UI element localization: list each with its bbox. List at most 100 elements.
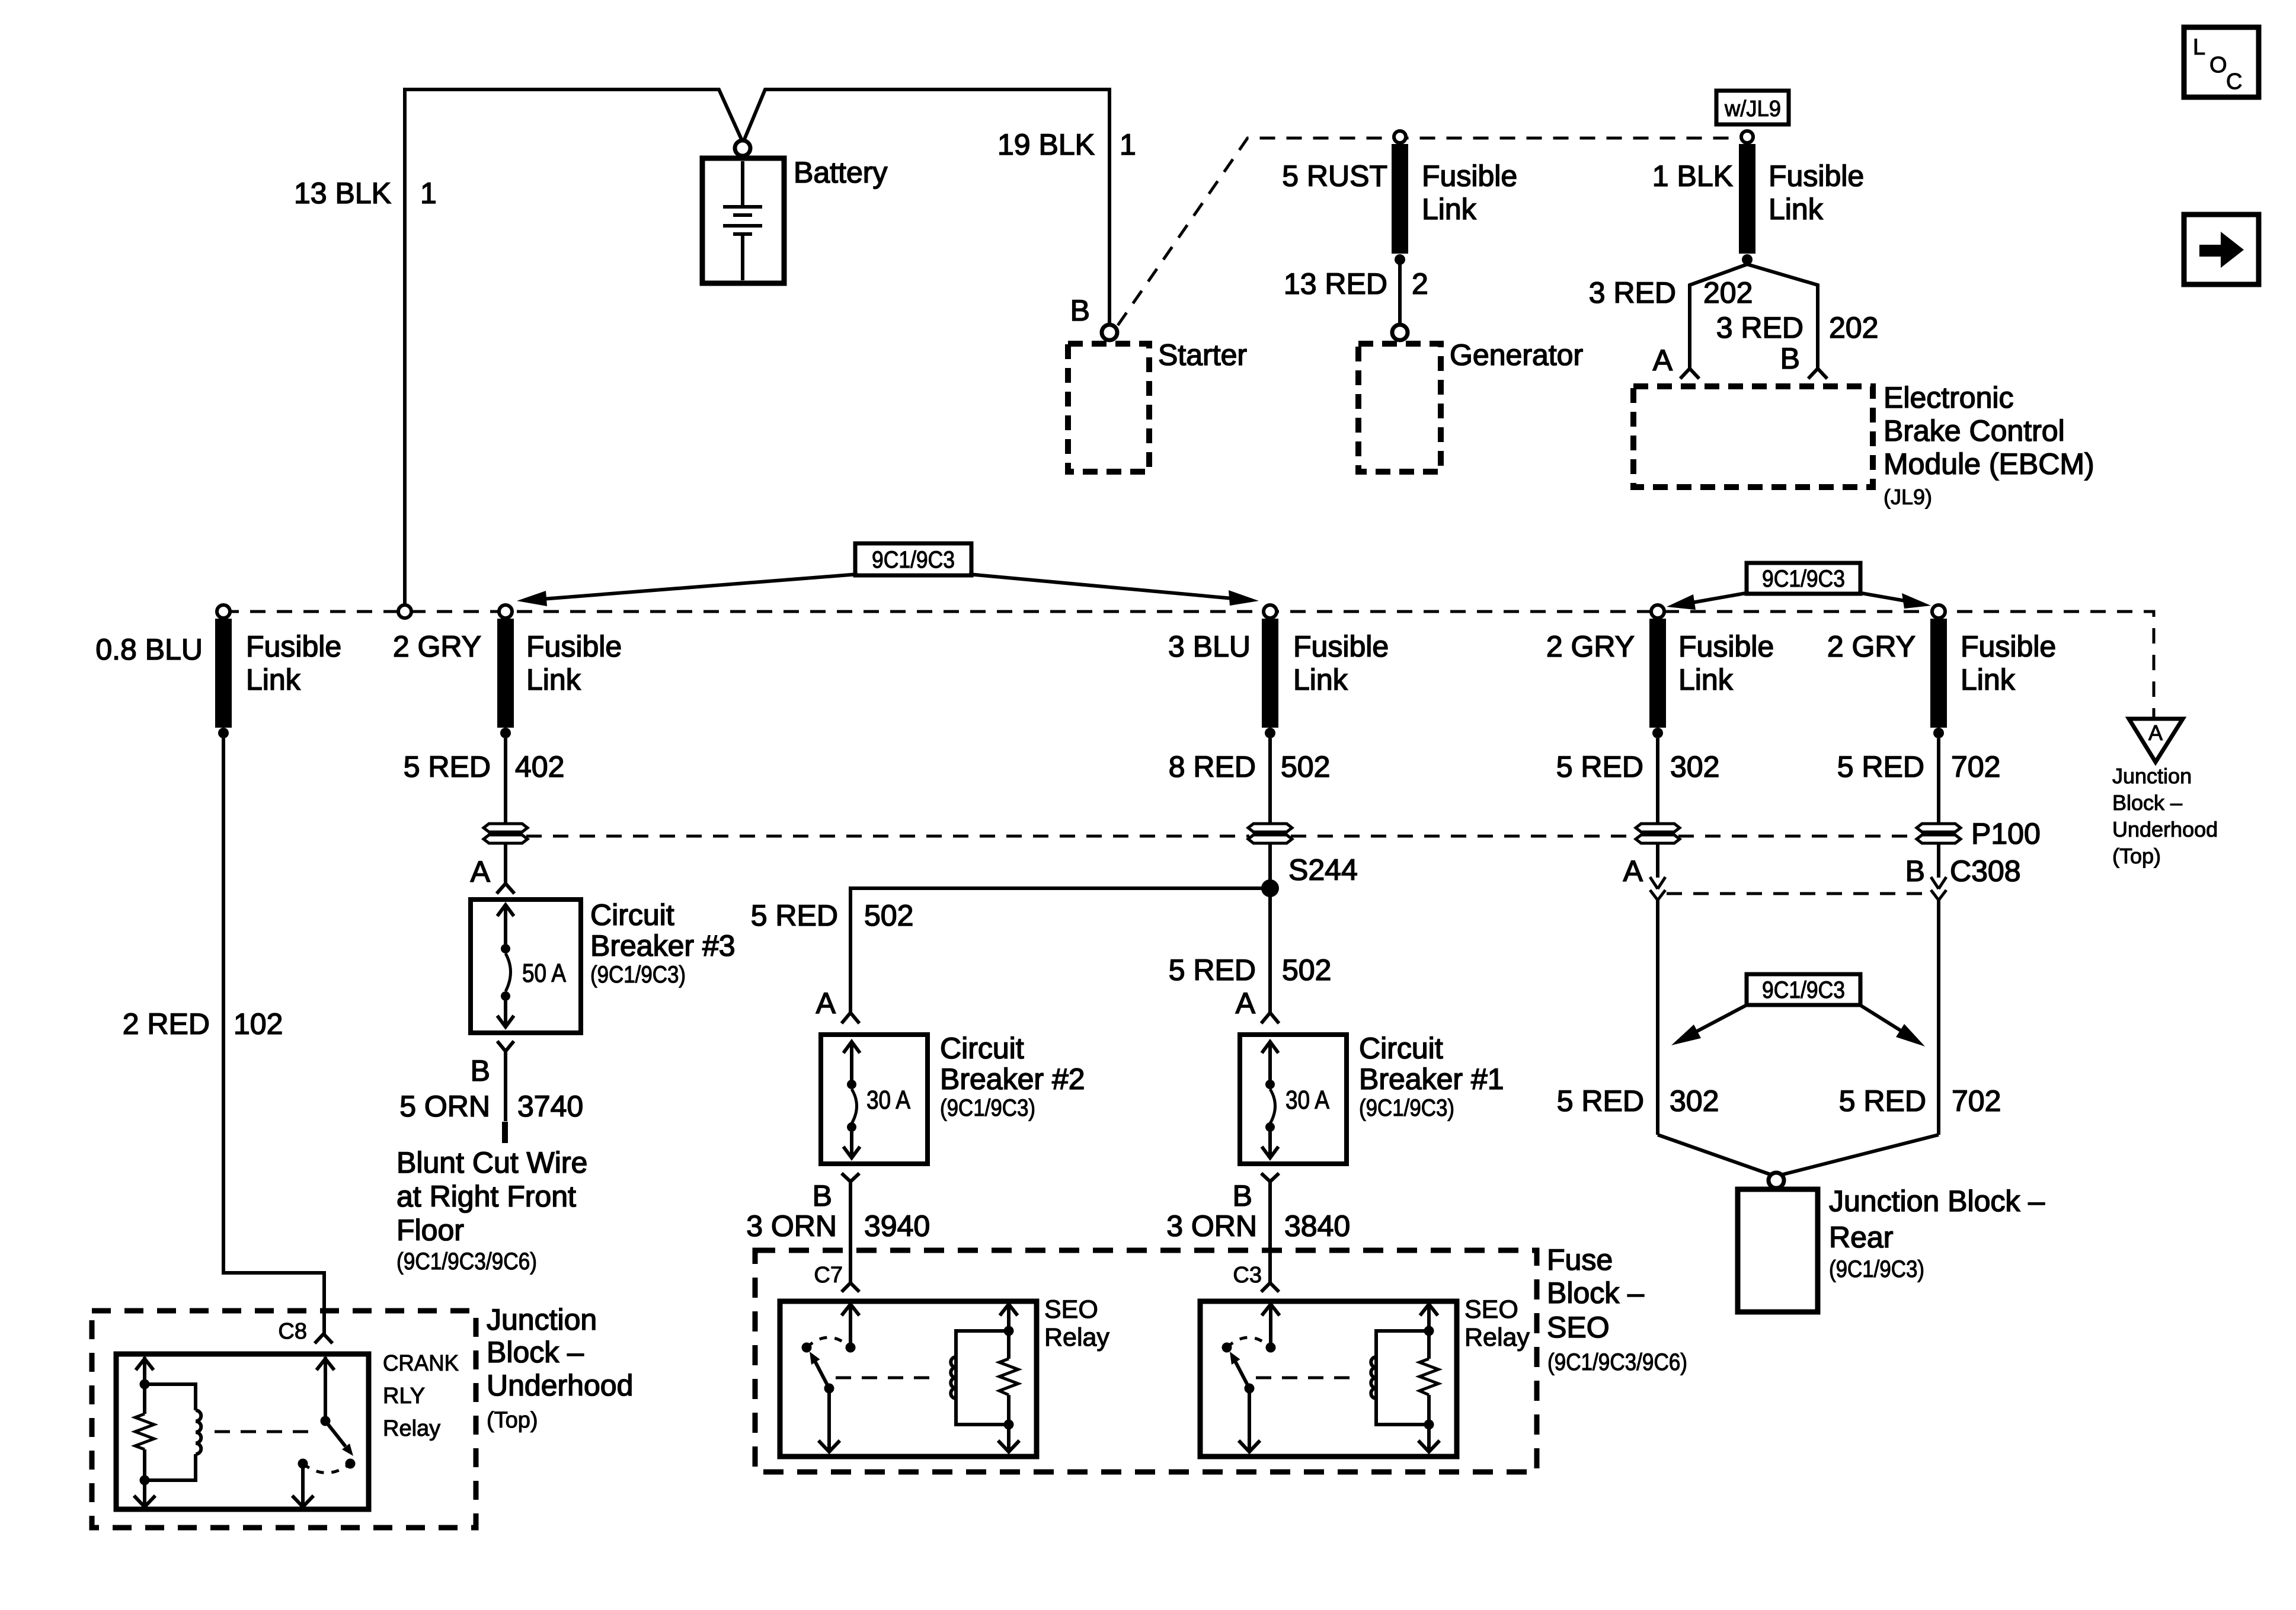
svg-text:302: 302	[1670, 1084, 1719, 1118]
svg-text:C3: C3	[1233, 1263, 1262, 1288]
svg-text:Module (EBCM): Module (EBCM)	[1884, 447, 2094, 481]
svg-text:A: A	[1653, 344, 1673, 377]
svg-text:Block –: Block –	[1547, 1276, 1644, 1310]
svg-text:5 RED: 5 RED	[1556, 750, 1643, 783]
svg-text:3 ORN: 3 ORN	[746, 1209, 837, 1243]
svg-text:Link: Link	[1422, 193, 1477, 226]
svg-text:Brake Control: Brake Control	[1884, 414, 2065, 447]
svg-text:2 RED: 2 RED	[123, 1007, 210, 1041]
svg-text:5 ORN: 5 ORN	[399, 1090, 490, 1123]
svg-text:Junction Block –: Junction Block –	[1829, 1185, 2045, 1218]
svg-text:5 RED: 5 RED	[1837, 750, 1924, 783]
svg-text:5 RED: 5 RED	[1169, 953, 1256, 987]
svg-text:(Top): (Top)	[487, 1408, 538, 1433]
svg-text:2 GRY: 2 GRY	[393, 630, 481, 663]
svg-text:202: 202	[1703, 276, 1753, 309]
svg-text:Link: Link	[1961, 663, 2016, 696]
svg-text:B: B	[1233, 1179, 1252, 1212]
svg-text:Fusible: Fusible	[1961, 630, 2056, 663]
svg-text:(9C1/9C3): (9C1/9C3)	[1359, 1095, 1454, 1121]
svg-text:Circuit: Circuit	[940, 1032, 1024, 1065]
svg-text:(9C1/9C3/9C6): (9C1/9C3/9C6)	[1547, 1349, 1687, 1375]
svg-text:Breaker #3: Breaker #3	[590, 929, 736, 962]
svg-text:3 ORN: 3 ORN	[1166, 1209, 1257, 1243]
svg-text:B: B	[1780, 342, 1800, 375]
svg-text:Breaker #2: Breaker #2	[940, 1062, 1085, 1096]
svg-text:5 RED: 5 RED	[1557, 1084, 1644, 1118]
svg-text:502: 502	[864, 899, 913, 932]
svg-text:C308: C308	[1950, 854, 2021, 888]
svg-text:5 RUST: 5 RUST	[1282, 159, 1387, 193]
svg-text:Starter: Starter	[1158, 338, 1247, 372]
svg-text:Breaker #1: Breaker #1	[1359, 1062, 1504, 1096]
svg-text:Underhood: Underhood	[487, 1369, 633, 1402]
svg-text:202: 202	[1829, 311, 1878, 344]
svg-text:8 RED: 8 RED	[1169, 750, 1256, 783]
svg-text:SEO: SEO	[1464, 1295, 1518, 1324]
svg-text:Link: Link	[1293, 663, 1348, 696]
svg-text:0.8 BLU: 0.8 BLU	[95, 633, 203, 666]
svg-text:A: A	[2148, 721, 2163, 745]
svg-text:502: 502	[1282, 953, 1331, 987]
svg-text:Fusible: Fusible	[246, 630, 341, 663]
svg-text:702: 702	[1952, 1084, 2001, 1118]
svg-text:102: 102	[234, 1007, 283, 1041]
svg-text:SEO: SEO	[1044, 1295, 1098, 1324]
svg-text:Relay: Relay	[1464, 1323, 1530, 1352]
svg-text:O: O	[2209, 53, 2227, 78]
svg-text:C7: C7	[814, 1263, 843, 1288]
svg-text:1: 1	[1120, 128, 1136, 161]
svg-text:3940: 3940	[864, 1209, 930, 1243]
svg-text:A: A	[1236, 987, 1256, 1020]
svg-text:302: 302	[1670, 750, 1719, 783]
svg-text:Fuse: Fuse	[1547, 1243, 1613, 1276]
svg-text:Link: Link	[1769, 193, 1824, 226]
svg-text:B: B	[1070, 294, 1090, 327]
svg-text:Link: Link	[1678, 663, 1734, 696]
svg-text:50 A: 50 A	[522, 959, 567, 988]
svg-text:2 GRY: 2 GRY	[1546, 630, 1635, 663]
svg-text:CRANK: CRANK	[383, 1351, 459, 1376]
svg-text:C8: C8	[278, 1319, 307, 1344]
svg-text:Junction: Junction	[487, 1303, 597, 1336]
svg-text:A: A	[1623, 854, 1643, 888]
svg-text:19 BLK: 19 BLK	[997, 128, 1095, 161]
svg-text:Fusible: Fusible	[1422, 159, 1517, 193]
svg-text:Relay: Relay	[383, 1416, 440, 1441]
svg-text:B: B	[1905, 854, 1925, 888]
svg-text:Circuit: Circuit	[590, 898, 674, 932]
svg-text:1: 1	[420, 177, 437, 210]
svg-text:(9C1/9C3): (9C1/9C3)	[1829, 1256, 1924, 1282]
svg-text:9C1/9C3: 9C1/9C3	[872, 547, 955, 573]
svg-text:30 A: 30 A	[1285, 1086, 1330, 1115]
svg-text:(Top): (Top)	[2112, 844, 2161, 868]
svg-text:Fusible: Fusible	[526, 630, 622, 663]
svg-text:9C1/9C3: 9C1/9C3	[1762, 977, 1845, 1003]
svg-text:Fusible: Fusible	[1293, 630, 1389, 663]
svg-text:B: B	[471, 1054, 490, 1087]
svg-text:SEO: SEO	[1547, 1311, 1610, 1344]
svg-text:RLY: RLY	[383, 1384, 425, 1409]
svg-text:3 RED: 3 RED	[1589, 276, 1676, 309]
svg-text:Link: Link	[246, 663, 301, 696]
svg-text:3 BLU: 3 BLU	[1168, 630, 1251, 663]
svg-text:Link: Link	[526, 663, 581, 696]
svg-text:Block –: Block –	[2112, 790, 2182, 815]
svg-text:402: 402	[515, 750, 564, 783]
svg-text:Underhood: Underhood	[2112, 817, 2218, 841]
svg-text:Block –: Block –	[487, 1336, 584, 1369]
svg-text:(9C1/9C3/9C6): (9C1/9C3/9C6)	[396, 1249, 537, 1275]
svg-text:1 BLK: 1 BLK	[1652, 159, 1733, 193]
svg-text:30 A: 30 A	[866, 1086, 911, 1115]
svg-text:Fusible: Fusible	[1678, 630, 1774, 663]
svg-text:A: A	[471, 855, 491, 888]
svg-text:L: L	[2193, 35, 2205, 60]
svg-text:Fusible: Fusible	[1769, 159, 1864, 193]
svg-text:Blunt Cut Wire: Blunt Cut Wire	[396, 1146, 587, 1179]
svg-text:13 RED: 13 RED	[1284, 267, 1387, 300]
svg-text:Rear: Rear	[1829, 1221, 1893, 1254]
svg-text:C: C	[2226, 69, 2242, 94]
svg-text:702: 702	[1951, 750, 2000, 783]
svg-text:B: B	[813, 1179, 832, 1212]
svg-text:5 RED: 5 RED	[751, 899, 838, 932]
